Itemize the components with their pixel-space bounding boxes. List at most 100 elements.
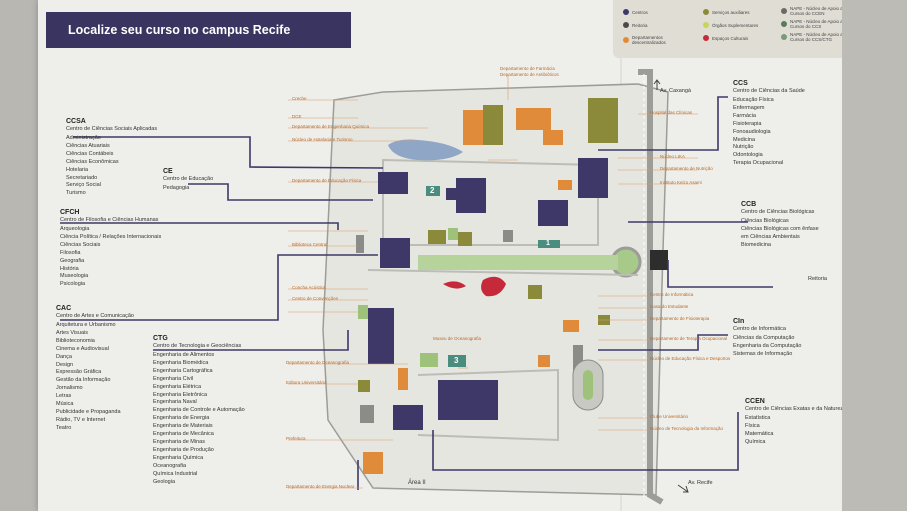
map-label: Creche (292, 96, 307, 101)
course-item: Letras (56, 393, 72, 400)
building-ce (378, 172, 408, 194)
course-item: Música (56, 401, 74, 408)
building-auxiliary (428, 230, 446, 244)
legend-label: NAPE - Núcleo de Apoio aos Cursos do CCS… (790, 32, 848, 42)
course-item: Ciências Contábeis (66, 150, 114, 157)
ccen-connector (432, 412, 739, 471)
center-full-name: Centro de Ciências Exatas e da Natureza (745, 406, 847, 412)
course-item: Serviço Social (66, 182, 101, 189)
center-full-name: Centro de Ciências da Saúde (733, 88, 805, 94)
course-item: Ciências Econômicas (66, 158, 119, 165)
course-item: Psicologia (60, 281, 86, 288)
map-label: Prefeitura (286, 436, 306, 441)
map-label: Núcleo LIKA (660, 154, 686, 159)
center-code: CCB (741, 201, 757, 208)
course-item: Educação Física (733, 97, 774, 103)
building-small (360, 405, 374, 423)
course-item: Fisioterapia (733, 120, 762, 127)
map-label: Concha Acústica (292, 285, 326, 290)
sports-field (583, 370, 593, 400)
course-item: Oceanografia (153, 462, 187, 469)
map-label: Museu de Oceanografia (433, 336, 482, 341)
course-item: Nutrição (733, 144, 754, 151)
map-label: Casa do Estudante (650, 304, 689, 309)
legend-item: NAPE - Núcleo de Apoio aos Cursos do CCS (781, 19, 861, 29)
center-cac: CAC Centro de Artes e Comunicação Arquit… (56, 305, 134, 433)
legend-item: Centros (623, 9, 683, 15)
ccs-connector (598, 96, 728, 151)
center-ccsa: CCSA Centro de Ciências Sociais Aplicada… (66, 118, 157, 198)
marker-box (538, 240, 560, 248)
course-item: Engenharia da Computação (733, 342, 802, 349)
legend-label: Departamentos descentralizados (632, 35, 666, 45)
marker-1: 1 (546, 240, 550, 247)
inner-road (382, 158, 599, 246)
legend-swatch (623, 22, 629, 28)
marker-2: 2 (430, 186, 435, 195)
legend-item: Reitoria (623, 22, 683, 28)
center-full-name: Centro de Ciências Biológicas (741, 209, 815, 215)
map-label: Centro de Informática (650, 292, 694, 297)
course-item: Biblioteconomia (56, 337, 95, 344)
cultural-space (443, 281, 466, 289)
building-auxiliary (358, 380, 370, 392)
green-axis (418, 255, 618, 270)
course-item: Hotelaria (66, 166, 89, 173)
center-full-name: Centro de Filosofia e Ciências Humanas (60, 217, 159, 223)
building-supplementary (358, 305, 368, 319)
course-item: Cinema e Audiovisual (56, 345, 109, 352)
center-full-name: Centro de Informática (733, 326, 786, 332)
building-ccb (538, 200, 568, 226)
course-item: Ciências Atuariais (66, 142, 110, 149)
map-label: Núcleo de Educação Física e Desportos (650, 356, 731, 361)
building-supplementary (448, 228, 458, 240)
center-code: CAC (56, 305, 72, 312)
course-item: Filosofia (60, 249, 81, 256)
center-code: CCEN (745, 398, 765, 405)
course-item: Administração (66, 135, 101, 141)
course-item: Engenharia de Controle e Automação (153, 407, 245, 414)
map-label: Departamento de Fisioterapia (650, 316, 710, 321)
legend-swatch (703, 22, 709, 28)
ccsa-connector (73, 136, 384, 169)
course-item: Engenharia de Minas (153, 438, 205, 445)
legend-item: Serviços auxiliares (703, 9, 763, 15)
building-supplementary (420, 353, 438, 367)
map-label: Departamento de Energia Nuclear (286, 484, 355, 489)
page-title: Localize seu curso no campus Recife (46, 12, 351, 48)
building-department (516, 108, 551, 130)
legend-label: NAPE - Núcleo de Apoio aos Cursos do CCS (790, 19, 848, 29)
marker-box (448, 355, 466, 367)
course-item: Design (56, 361, 74, 368)
center-ce: CE Centro de Educação Pedagogia (163, 168, 213, 193)
course-item: Ciências Biológicas (741, 218, 789, 224)
course-item: Ciências Sociais (60, 241, 101, 248)
map-label: Hospital das Clínicas (650, 110, 693, 115)
course-item: Física (745, 422, 760, 429)
course-item: em Ciências Ambientais (741, 233, 800, 240)
center-full-name: Centro de Ciências Sociais Aplicadas (66, 126, 158, 132)
building-department (398, 368, 408, 390)
map-label: Centro de Convenções (292, 296, 339, 301)
course-item: Matemática (745, 430, 774, 437)
map-label: Departamento de Farmácia (500, 66, 555, 71)
marker-box (426, 186, 440, 196)
course-item: Química (745, 438, 766, 445)
course-item: Expressão Gráfica (56, 369, 102, 376)
course-item: Farmácia (733, 112, 756, 119)
center-code: CCSA (66, 118, 86, 125)
lake (388, 139, 463, 161)
map-label: Departamento de Nutrição (660, 166, 713, 171)
course-item: Engenharia de Energia (153, 415, 210, 422)
course-item: Engenharia Química (153, 454, 204, 461)
course-item: Engenharia Biomédica (153, 359, 209, 366)
legend-item: Espaços Culturais (703, 35, 763, 41)
course-item: Química Industrial (153, 470, 198, 477)
legend-label: Centros (632, 9, 648, 15)
course-item: Arqueologia (60, 226, 90, 232)
course-item: Engenharia Eletrônica (153, 391, 208, 398)
course-item: Engenharia de Produção (153, 446, 214, 453)
map-label: Departamento de Engenharia Química (292, 124, 370, 129)
center-full-name: Centro de Artes e Comunicação (56, 313, 134, 319)
building-auxiliary (483, 105, 503, 145)
